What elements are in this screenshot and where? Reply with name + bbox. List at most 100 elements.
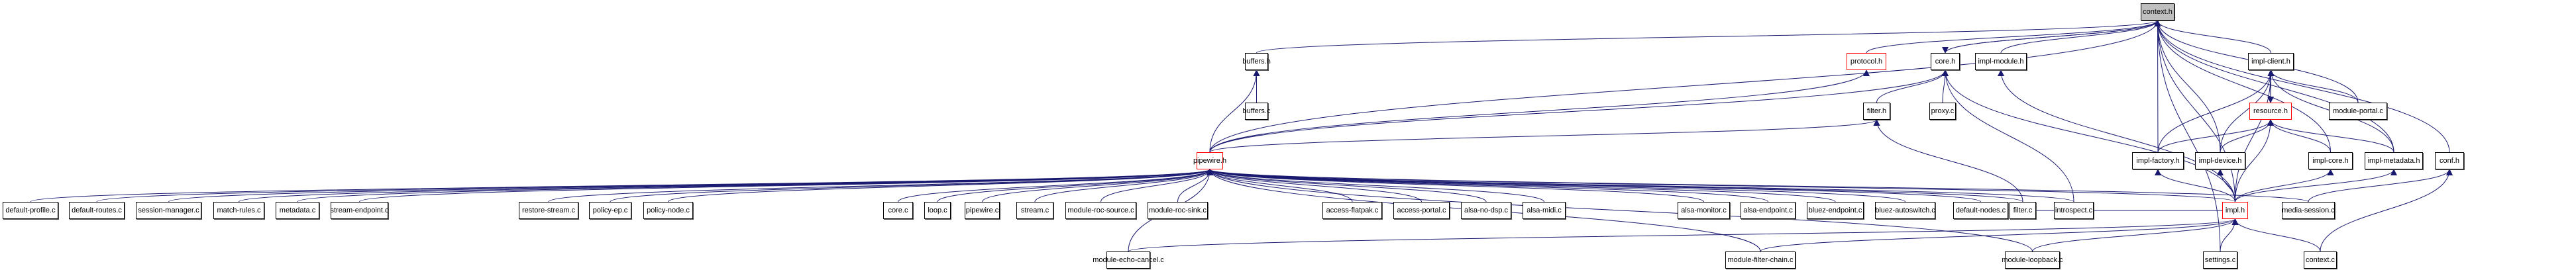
edge-media-session-c-to-conf-h xyxy=(2308,169,2453,203)
node-alsa-endpoint-c[interactable]: alsa-endpoint.c xyxy=(1741,202,1796,219)
node-context-c[interactable]: context.c xyxy=(2304,251,2337,269)
edge-module-filter-chain-c-to-impl-h xyxy=(1760,218,2239,252)
node-alsa-no-dsp-c[interactable]: alsa-no-dsp.c xyxy=(1461,202,1511,219)
node-filter-h[interactable]: filter.h xyxy=(1863,103,1890,120)
node-stream-c[interactable]: stream.c xyxy=(1016,202,1053,219)
node-pipewire-c[interactable]: pipewire.c xyxy=(965,202,1000,219)
edge-bluez-autoswitch-c-to-pipewire-h xyxy=(1207,169,1905,203)
edge-impl-factory-h-to-impl-client-h xyxy=(2157,69,2275,153)
node-stream-endpoint-c[interactable]: stream-endpoint.c xyxy=(330,202,389,219)
node-metadata-c[interactable]: metadata.c xyxy=(276,202,319,219)
node-policy-node-c[interactable]: policy-node.c xyxy=(643,202,693,219)
edge-module-echo-cancel-c-to-impl-h xyxy=(1128,218,2238,252)
edge-impl-module-h-to-context-h xyxy=(2000,20,2161,54)
edge-alsa-monitor-c-to-pipewire-h xyxy=(1207,169,1704,203)
node-impl-core-h[interactable]: impl-core.h xyxy=(2308,152,2353,169)
edge-buffers-h-to-context-h xyxy=(1256,20,2161,54)
node-module-roc-sink-c[interactable]: module-roc-sink.c xyxy=(1148,202,1208,219)
node-impl-device-h[interactable]: impl-device.h xyxy=(2195,152,2245,169)
node-bluez-autoswitch-c[interactable]: bluez-autoswitch.c xyxy=(1875,202,1935,219)
node-module-portal-c[interactable]: module-portal.c xyxy=(2329,103,2387,120)
edge-bluez-endpoint-c-to-pipewire-h xyxy=(1207,169,1836,203)
edge-pipewire-h-to-buffers-h xyxy=(1209,69,1260,153)
edge-conf-h-to-context-h xyxy=(2154,20,2450,153)
edge-impl-metadata-h-to-resource-h xyxy=(2267,119,2394,153)
node-default-profile-c[interactable]: default-profile.c xyxy=(3,202,58,219)
edge-impl-h-to-impl-metadata-h xyxy=(2235,169,2397,203)
edge-impl-metadata-h-to-context-h xyxy=(2154,20,2394,153)
node-pipewire-h[interactable]: pipewire.h xyxy=(1193,152,1226,169)
edge-filter-h-to-core-h xyxy=(1876,69,1949,103)
edge-context-c-to-impl-h xyxy=(2231,218,2321,252)
edge-impl-client-h-to-context-h xyxy=(2154,20,2271,54)
node-loop-c[interactable]: loop.c xyxy=(924,202,951,219)
edge-impl-h-to-impl-device-h xyxy=(2217,169,2235,203)
node-impl-module-h[interactable]: impl-module.h xyxy=(1975,53,2027,70)
edge-stream-c-to-pipewire-h xyxy=(1034,169,1213,203)
node-module-echo-cancel-c[interactable]: module-echo-cancel.c xyxy=(1093,251,1164,269)
edge-pipewire-h-to-core-h xyxy=(1209,69,1949,153)
edge-pipewire-h-to-filter-h xyxy=(1209,119,1880,153)
edge-protocol-h-to-context-h xyxy=(1866,20,2161,54)
edge-impl-h-to-resource-h xyxy=(2235,119,2274,203)
node-settings-c[interactable]: settings.c xyxy=(2203,251,2237,269)
node-filter-c[interactable]: filter.c xyxy=(2010,202,2036,219)
node-impl-h[interactable]: impl.h xyxy=(2222,202,2248,219)
edge-impl-h-to-pipewire-h xyxy=(1207,169,2235,203)
node-impl-client-h[interactable]: impl-client.h xyxy=(2248,53,2294,70)
node-access-flatpak-c[interactable]: access-flatpak.c xyxy=(1322,202,1382,219)
node-module-roc-source-c[interactable]: module-roc-source.c xyxy=(1065,202,1136,219)
edge-impl-device-h-to-context-h xyxy=(2154,20,2221,153)
edge-context-h-to-core-h xyxy=(1942,20,2158,54)
node-default-routes-c[interactable]: default-routes.c xyxy=(69,202,125,219)
edge-impl-h-to-impl-factory-h xyxy=(2155,169,2235,203)
node-module-loopback-c[interactable]: module-loopback.c xyxy=(2002,251,2063,269)
edge-impl-h-to-core-h xyxy=(1942,69,2235,203)
node-buffers-c[interactable]: buffers.c xyxy=(1243,103,1271,120)
edge-module-roc-source-c-to-pipewire-h xyxy=(1100,169,1213,203)
node-module-filter-chain-c[interactable]: module-filter-chain.c xyxy=(1725,251,1796,269)
edge-filter-c-to-filter-h xyxy=(1873,119,2023,203)
node-alsa-monitor-c[interactable]: alsa-monitor.c xyxy=(1678,202,1730,219)
node-protocol-h[interactable]: protocol.h xyxy=(1847,53,1886,70)
node-match-rules-c[interactable]: match-rules.c xyxy=(213,202,264,219)
node-policy-ep-c[interactable]: policy-ep.c xyxy=(589,202,631,219)
edge-default-routes-c-to-pipewire-h xyxy=(96,169,1213,203)
node-session-manager-c[interactable]: session-manager.c xyxy=(136,202,201,219)
node-proxy-c[interactable]: proxy.c xyxy=(1929,103,1956,120)
node-restore-stream-c[interactable]: restore-stream.c xyxy=(519,202,578,219)
node-core-c[interactable]: core.c xyxy=(883,202,913,219)
edge-filter-c-to-pipewire-h xyxy=(1207,169,2023,203)
edge-impl-core-h-to-resource-h xyxy=(2267,119,2331,153)
node-context-h[interactable]: context.h xyxy=(2141,3,2174,21)
edges xyxy=(30,20,2453,252)
edge-module-loopback-c-to-impl-h xyxy=(2032,218,2239,252)
edge-pipewire-h-to-protocol-h xyxy=(1209,69,1870,153)
edge-policy-ep-c-to-pipewire-h xyxy=(610,169,1213,203)
node-access-portal-c[interactable]: access-portal.c xyxy=(1393,202,1450,219)
node-media-session-c[interactable]: media-session.c xyxy=(2282,202,2335,219)
edge-impl-factory-h-to-context-h xyxy=(2154,20,2161,153)
edge-access-portal-c-to-pipewire-h xyxy=(1207,169,1422,203)
edge-module-portal-c-to-impl-client-h xyxy=(2267,69,2359,103)
edge-settings-c-to-context-h xyxy=(2154,20,2221,252)
node-impl-metadata-h[interactable]: impl-metadata.h xyxy=(2365,152,2423,169)
node-buffers-h[interactable]: buffers.h xyxy=(1242,53,1271,70)
edge-pipewire-h-to-context-h xyxy=(1209,20,2161,153)
node-resource-h[interactable]: resource.h xyxy=(2249,103,2292,120)
edge-match-rules-c-to-pipewire-h xyxy=(239,169,1213,203)
edge-impl-factory-h-to-resource-h xyxy=(2157,119,2274,153)
edge-loop-c-to-pipewire-h xyxy=(937,169,1213,203)
edge-alsa-no-dsp-c-to-pipewire-h xyxy=(1207,169,1487,203)
node-alsa-midi-c[interactable]: alsa-midi.c xyxy=(1523,202,1566,219)
node-bluez-endpoint-c[interactable]: bluez-endpoint.c xyxy=(1807,202,1864,219)
edge-impl-h-to-context-h xyxy=(2154,20,2235,203)
node-conf-h[interactable]: conf.h xyxy=(2435,152,2464,169)
node-impl-factory-h[interactable]: impl-factory.h xyxy=(2132,152,2184,169)
edge-core-c-to-pipewire-h xyxy=(898,169,1213,203)
edge-introspect-c-to-pipewire-h xyxy=(1207,169,2074,203)
node-introspect-c[interactable]: introspect.c xyxy=(2054,202,2094,219)
node-default-nodes-c[interactable]: default-nodes.c xyxy=(1953,202,2008,219)
node-core-h[interactable]: core.h xyxy=(1931,53,1960,70)
